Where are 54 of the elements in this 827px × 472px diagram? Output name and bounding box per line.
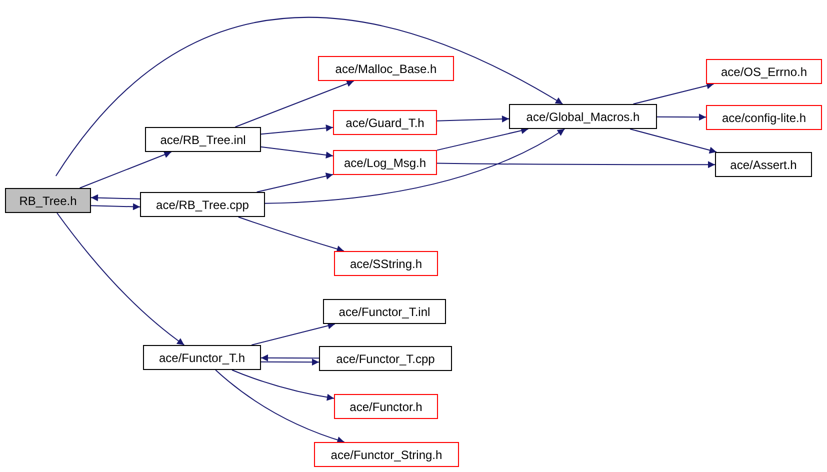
include-arrow (436, 161, 716, 168)
file-name: ace/Guard_T.h (346, 116, 424, 130)
file-name: ace/Assert.h (730, 158, 797, 172)
file-box (333, 150, 437, 175)
include-arrow (251, 322, 336, 346)
include-arrow (260, 146, 334, 159)
include-arrow (436, 127, 529, 151)
include-arrow (656, 114, 706, 121)
file-box (334, 394, 438, 419)
file-name: ace/RB_Tree.inl (160, 132, 246, 146)
file-name: ace/config-lite.h (722, 110, 806, 124)
file-box (706, 105, 822, 130)
file-box (5, 188, 91, 213)
include-arrow (234, 80, 354, 128)
include-arrow (436, 115, 510, 122)
include-arrow (260, 354, 320, 362)
file-name: ace/Functor.h (350, 400, 422, 414)
include-arrow (215, 370, 345, 444)
file-box (333, 110, 437, 135)
file-name: ace/Global_Macros.h (526, 110, 640, 124)
file-box (323, 299, 446, 324)
file-name: ace/Functor_T.h (158, 350, 246, 364)
file-name: RB_Tree.h (19, 194, 77, 208)
include-arrow (79, 151, 172, 188)
file-name: ace/RB_Tree.cpp (156, 198, 249, 212)
include-arrow (56, 212, 185, 346)
file-box (318, 56, 454, 81)
file-name: ace/Log_Msg.h (344, 156, 426, 170)
file-name: ace/OS_Errno.h (720, 64, 808, 78)
include-arrow (260, 358, 320, 366)
file-box (706, 59, 822, 84)
include-arrow (90, 203, 140, 210)
include-arrow (55, 16, 564, 176)
file-box (509, 104, 657, 129)
include-arrow (256, 172, 334, 192)
include-arrow (630, 128, 717, 154)
include-arrow (264, 128, 566, 204)
file-name: ace/SString.h (350, 256, 422, 270)
include-arrow (90, 194, 140, 202)
file-name: ace/Malloc_Base.h (335, 62, 437, 76)
file-box (319, 346, 452, 371)
include-arrow (232, 370, 334, 401)
include-arrow (632, 82, 714, 104)
include-arrow (260, 124, 334, 135)
file-box (334, 251, 438, 276)
file-box (715, 152, 812, 177)
file-name: ace/Functor_String.h (330, 448, 442, 462)
file-box (140, 192, 265, 217)
file-name: ace/Functor_T.inl (338, 304, 430, 318)
file-box (145, 127, 261, 152)
file-name: ace/Functor_T.cpp (336, 352, 435, 366)
include-arrow (238, 216, 344, 252)
file-box (314, 442, 459, 467)
file-box (143, 345, 261, 370)
